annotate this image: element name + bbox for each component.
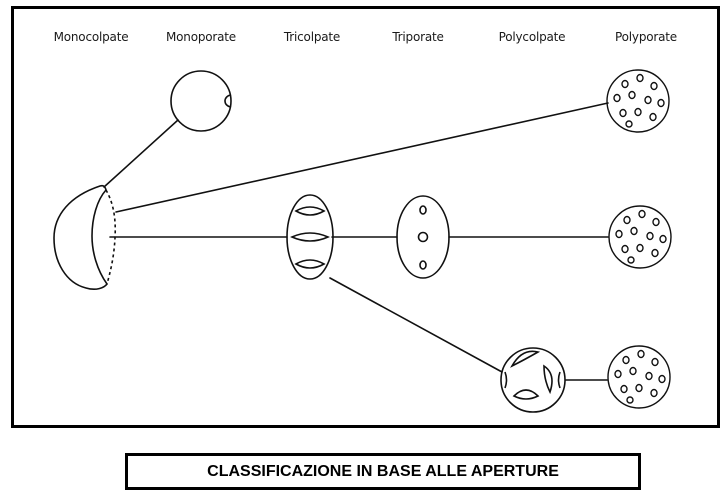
monocolpate-grain <box>53 184 117 291</box>
pollen-diagram <box>53 69 672 413</box>
label-polycolpate: Polycolpate <box>498 30 566 44</box>
caption-text: CLASSIFICAZIONE IN BASE ALLE APERTURE <box>207 462 559 480</box>
connector-monocolpate-polyporate-top <box>115 102 609 213</box>
caption-box: CLASSIFICAZIONE IN BASE ALLE APERTURE <box>125 453 641 490</box>
label-tricolpate: Tricolpate <box>283 30 341 44</box>
label-monocolpate: Monocolpate <box>53 30 129 44</box>
polyporate-grain-bottom <box>607 345 671 409</box>
triporate-grain <box>396 195 450 279</box>
polyporate-grain-top <box>606 69 670 133</box>
diagram-frame <box>11 6 720 428</box>
label-polyporate: Polyporate <box>615 30 677 44</box>
label-triporate: Triporate <box>392 30 444 44</box>
monoporate-grain <box>170 70 232 132</box>
polyporate-grain-middle <box>608 205 672 269</box>
connector-monocolpate-monoporate <box>103 119 179 188</box>
tricolpate-grain <box>286 194 334 280</box>
polycolpate-grain <box>500 347 566 413</box>
connector-tricolpate-polycolpate <box>329 277 503 373</box>
label-monoporate: Monoporate <box>166 30 236 44</box>
